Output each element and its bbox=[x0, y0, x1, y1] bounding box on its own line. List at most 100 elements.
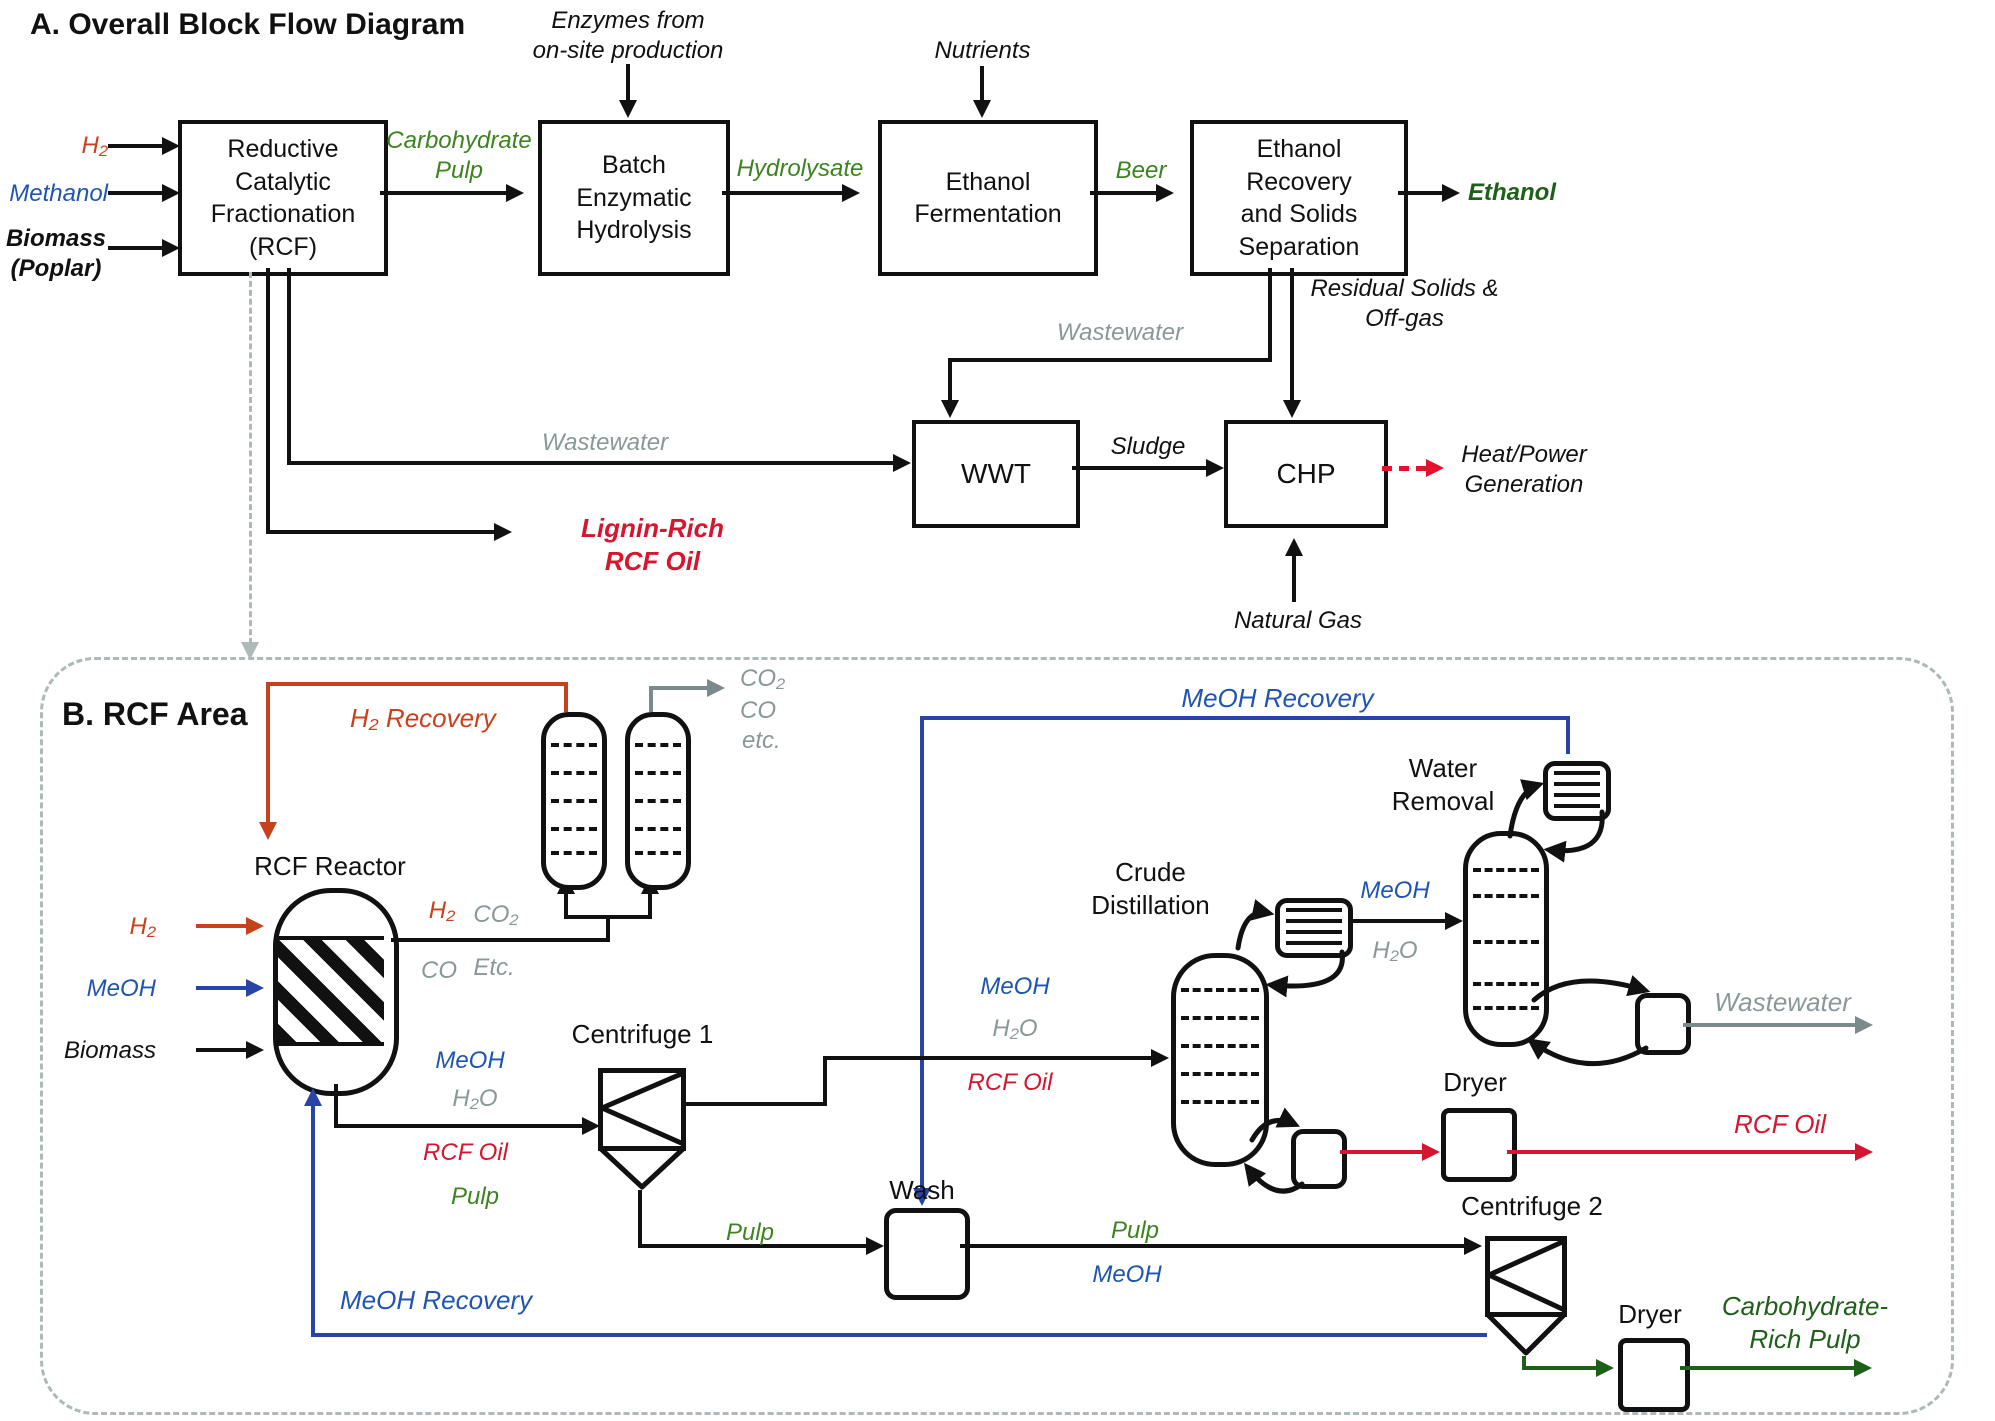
label-etc-gas: Etc. bbox=[473, 954, 515, 981]
arrowhead-methanol-feed bbox=[162, 184, 180, 202]
arrowhead-enzymes bbox=[619, 100, 637, 118]
line-gas-riser bbox=[606, 915, 610, 942]
label-carb-rich-pulp: Carbohydrate- Rich Pulp bbox=[1721, 1291, 1889, 1354]
arrowhead-residual bbox=[1283, 400, 1301, 418]
label-enzymes: Enzymes from on-site production bbox=[532, 7, 724, 64]
line-pulp-wash-h bbox=[638, 1244, 868, 1248]
arrowhead-ethanol-out bbox=[1442, 184, 1460, 202]
label-nutrients: Nutrients bbox=[934, 37, 1031, 64]
label-co2-gas: CO₂ bbox=[473, 901, 519, 928]
arrowhead-wash-c2 bbox=[1464, 1237, 1482, 1255]
line-h2-reactor bbox=[196, 924, 248, 928]
dryer-1-box bbox=[1441, 1108, 1517, 1182]
crude-distillation-column bbox=[1171, 953, 1269, 1167]
label-biomass-feed: Biomass (Poplar) bbox=[5, 225, 107, 282]
arrowhead-sludge bbox=[1206, 459, 1224, 477]
label-meoh-reactor: MeOH bbox=[86, 975, 156, 1002]
label-methanol-feed: Methanol bbox=[9, 180, 108, 207]
arrowhead-natural-gas bbox=[1285, 538, 1303, 556]
arrowhead-heat-power bbox=[1426, 459, 1444, 477]
condenser-icon-wr bbox=[1543, 761, 1611, 821]
line-h2-recovery-v bbox=[266, 682, 270, 824]
label-etc-offgas: etc. bbox=[742, 727, 781, 754]
line-natural-gas bbox=[1292, 556, 1296, 602]
label-h2o-c1: H₂O bbox=[452, 1085, 498, 1112]
label-co2-offgas: CO₂ bbox=[740, 665, 786, 692]
label-rcf-oil-out: RCF Oil bbox=[1734, 1109, 1826, 1139]
label-pulp-c2: Pulp bbox=[1110, 1217, 1160, 1244]
line-hydrolysate bbox=[722, 191, 844, 195]
line-methanol-feed bbox=[108, 191, 164, 195]
line-wastewater-rcf-v bbox=[287, 268, 291, 465]
label-pulp-c1: Pulp bbox=[450, 1183, 500, 1210]
label-sludge: Sludge bbox=[1110, 433, 1186, 460]
centrifuge-1-icon bbox=[598, 1068, 686, 1190]
line-ethanol-out bbox=[1398, 191, 1444, 195]
arrowhead-centrifuge1-feed bbox=[582, 1117, 600, 1135]
dryer-2-box bbox=[1618, 1338, 1690, 1412]
label-wastewater-erss: Wastewater bbox=[1056, 319, 1184, 346]
label-biomass-reactor: Biomass bbox=[63, 1037, 156, 1064]
label-meoh-recovery-bottom: MeOH Recovery bbox=[340, 1285, 533, 1315]
arrowhead-carb-pulp-out bbox=[1854, 1359, 1872, 1377]
arrowhead-hydrolysate bbox=[842, 184, 860, 202]
line-meoh-recovery-bottom bbox=[311, 1333, 1487, 1337]
arrowhead-wr-feed bbox=[1445, 912, 1463, 930]
label-rcf-oil-c1: RCF Oil bbox=[423, 1139, 508, 1166]
line-offgas-v bbox=[649, 686, 653, 712]
label-dryer1: Dryer bbox=[1443, 1067, 1507, 1097]
label-wastewater-rcf: Wastewater bbox=[541, 429, 669, 456]
arrowhead-c2-dryer2 bbox=[1596, 1359, 1614, 1377]
line-c1-overflow-h1 bbox=[686, 1102, 827, 1106]
label-h2-recovery: H₂ Recovery bbox=[350, 703, 496, 733]
label-meoh-wr: MeOH bbox=[1360, 877, 1430, 904]
box-fermentation: Ethanol Fermentation bbox=[878, 120, 1098, 276]
box-wwt: WWT bbox=[912, 420, 1080, 528]
arrowhead-pulp-wash bbox=[866, 1237, 884, 1255]
label-h2o-cd: H₂O bbox=[992, 1015, 1038, 1042]
line-wastewater-out bbox=[1683, 1023, 1857, 1027]
line-heat-power bbox=[1382, 466, 1426, 471]
line-meoh-recovery-riser bbox=[1566, 716, 1570, 754]
label-dryer2: Dryer bbox=[1618, 1299, 1682, 1329]
panel-b-border bbox=[40, 657, 1954, 1415]
arrowhead-meoh-to-wash bbox=[913, 1188, 931, 1206]
label-heat-power: Heat/Power Generation bbox=[1461, 441, 1587, 498]
arrowhead-nutrients bbox=[973, 100, 991, 118]
line-reactor-out-h bbox=[334, 1124, 584, 1128]
label-h2-feed: H₂ bbox=[81, 132, 108, 159]
centrifuge-2-icon bbox=[1485, 1236, 1567, 1356]
line-meoh-to-wash bbox=[920, 716, 924, 1190]
box-rcf: Reductive Catalytic Fractionation (RCF) bbox=[178, 120, 388, 276]
line-lignin-v bbox=[266, 268, 270, 534]
label-water-removal: Water Removal bbox=[1391, 753, 1495, 816]
line-wastewater-rcf-h bbox=[287, 461, 895, 465]
line-gas-col2 bbox=[648, 893, 652, 917]
label-rcf-oil-cd: RCF Oil bbox=[967, 1069, 1053, 1096]
label-ethanol-out: Ethanol bbox=[1468, 179, 1556, 206]
absorber-column-2 bbox=[625, 712, 691, 890]
label-wastewater-out: Wastewater bbox=[1714, 987, 1851, 1017]
line-wash-c2 bbox=[960, 1244, 1466, 1248]
wash-box bbox=[884, 1208, 970, 1300]
dashed-connector bbox=[249, 272, 252, 644]
arrowhead-h2-feed bbox=[162, 137, 180, 155]
arrowhead-h2-reactor bbox=[246, 917, 264, 935]
line-residual bbox=[1290, 268, 1294, 402]
line-enzymes bbox=[626, 64, 630, 102]
label-pulp-to-wash: Pulp bbox=[725, 1219, 775, 1246]
arrowhead-biomass-feed bbox=[162, 239, 180, 257]
label-lignin-oil: Lignin-Rich RCF Oil bbox=[581, 513, 724, 576]
label-beer: Beer bbox=[1115, 157, 1167, 184]
label-hydrolysate: Hydrolysate bbox=[736, 155, 864, 182]
line-meoh-recovery-top bbox=[920, 716, 1570, 720]
line-wastewater-erss-h bbox=[948, 358, 1272, 362]
label-rcf-reactor: RCF Reactor bbox=[254, 851, 406, 881]
arrowhead-rcfoil-out bbox=[1855, 1143, 1873, 1161]
arrowhead-wastewater-rcf bbox=[893, 454, 911, 472]
line-c2-underflow-h bbox=[1522, 1366, 1598, 1370]
label-wash: Wash bbox=[889, 1175, 955, 1205]
line-rcfoil-dryer1 bbox=[1340, 1150, 1424, 1154]
box-hydrolysis: Batch Enzymatic Hydrolysis bbox=[538, 120, 730, 276]
